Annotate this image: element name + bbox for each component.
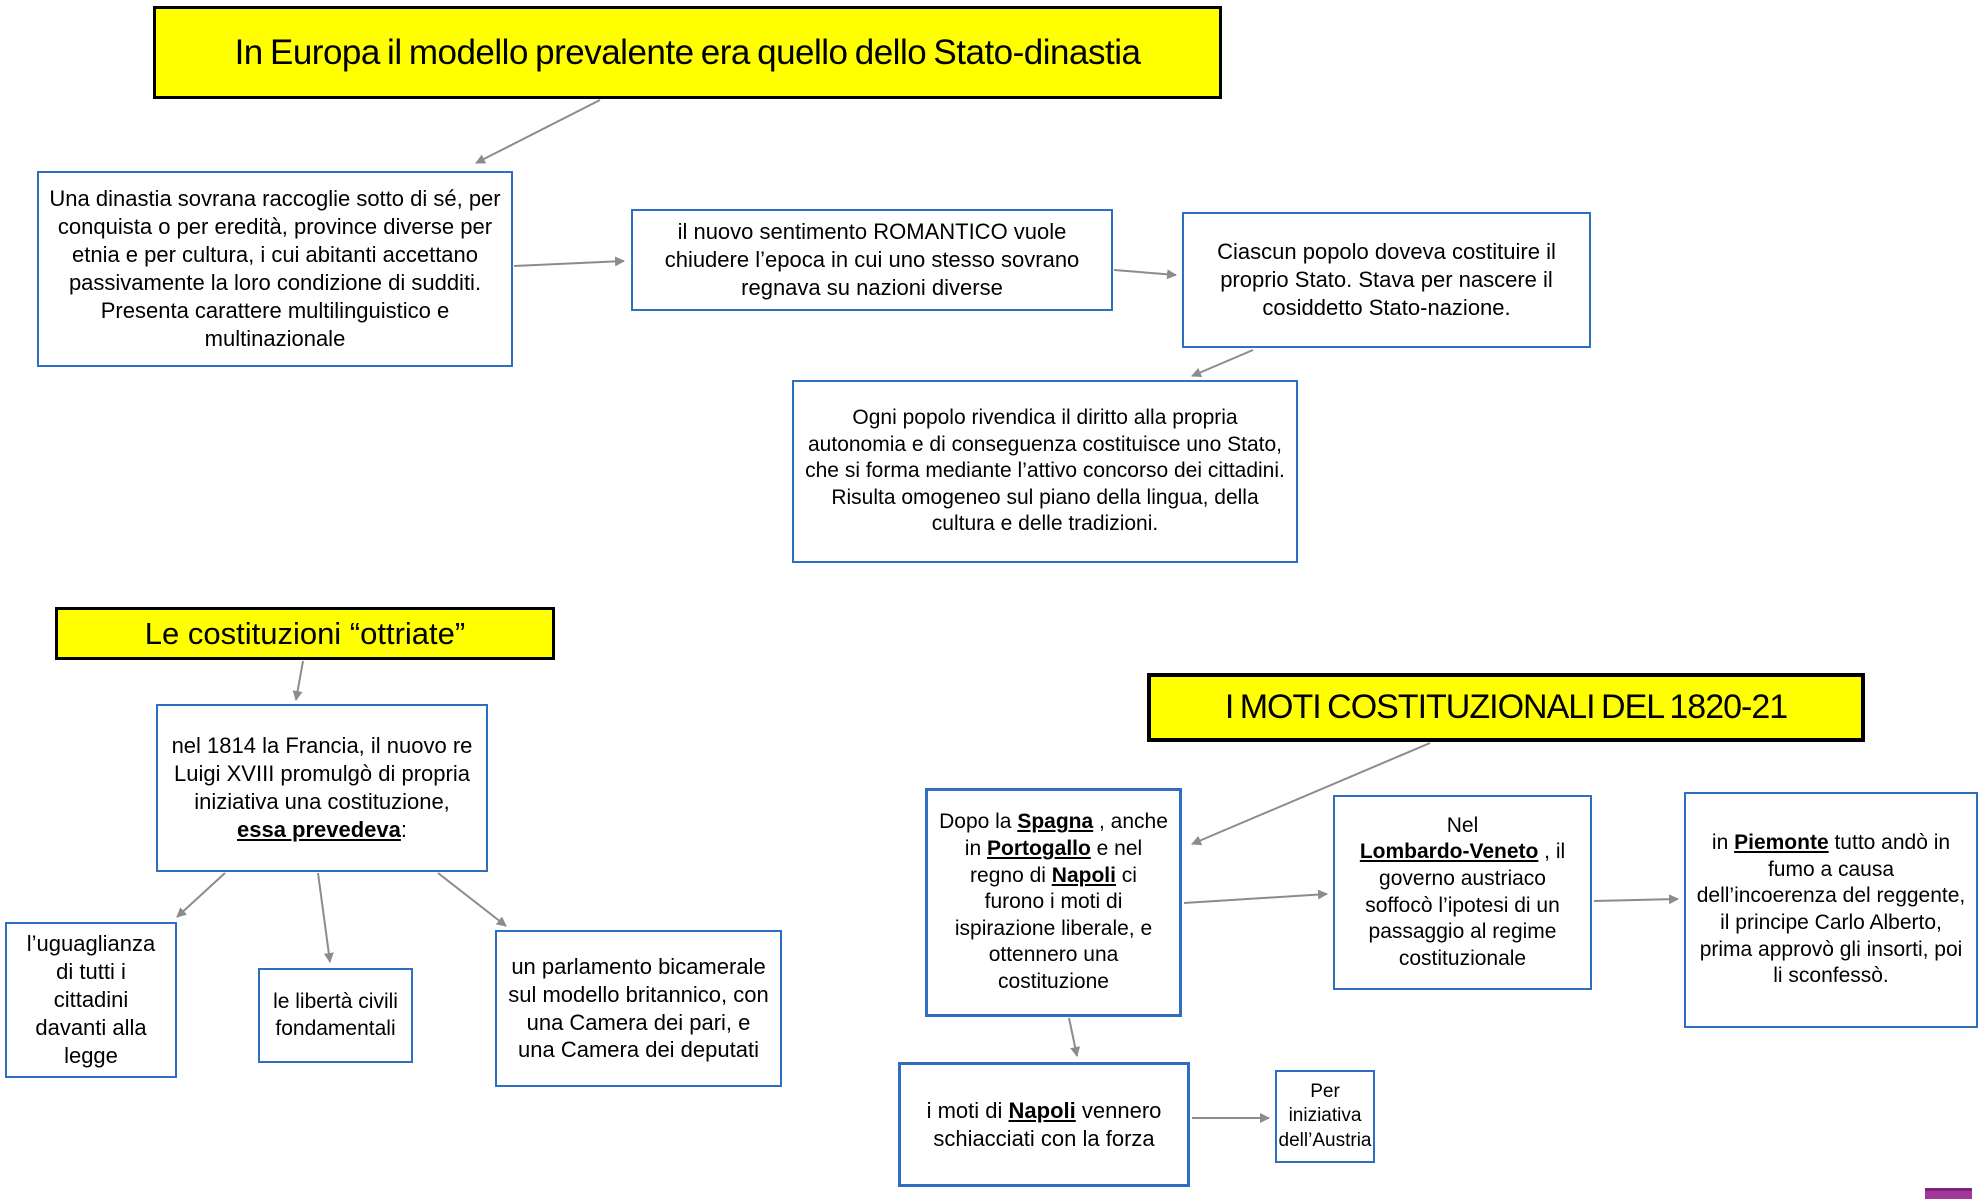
box-ciascun-popolo: Ciascun popolo doveva costituire il prop… — [1182, 212, 1591, 348]
arrow-ottriate-to-1814 — [292, 660, 304, 701]
arrow-spagna-to-motinapoli — [1068, 1017, 1081, 1057]
box-spagna-portogallo-napoli: Dopo la Spagna , anche in Portogallo e n… — [925, 788, 1182, 1017]
arrow-1814-to-uguaglianza — [176, 872, 226, 918]
arrow-title1-to-dinastia — [475, 99, 601, 164]
box-ogni-popolo: Ogni popolo rivendica il diritto alla pr… — [792, 380, 1298, 563]
box-dinastia-sovrana: Una dinastia sovrana raccoglie sotto di … — [37, 171, 513, 367]
arrow-dinastia-to-romantico — [513, 256, 625, 267]
arrow-1814-to-parlamento — [437, 872, 507, 927]
title-costituzioni-ottriate: Le costituzioni “ottriate” — [55, 607, 555, 660]
arrow-1814-to-liberta — [317, 872, 334, 963]
box-sentimento-romantico: il nuovo sentimento ROMANTICO vuole chiu… — [631, 209, 1113, 311]
arrow-ciascun-to-ogni — [1191, 349, 1254, 378]
box-per-iniziativa-austria: Per iniziativa dell’Austria — [1275, 1070, 1375, 1163]
arrow-lombardo-to-piemonte — [1593, 894, 1679, 905]
title-moti-costituzionali: I MOTI COSTITUZIONALI DEL 1820-21 — [1147, 673, 1865, 742]
box-uguaglianza: l’uguaglianza di tutti i cittadini davan… — [5, 922, 177, 1078]
title-stato-dinastia: In Europa il modello prevalente era quel… — [153, 6, 1222, 99]
arrow-spagna-to-lombardo — [1183, 889, 1328, 904]
box-parlamento-bicamerale: un parlamento bicamerale sul modello bri… — [495, 930, 782, 1087]
box-liberta-civili: le libertà civili fondamentali — [258, 968, 413, 1063]
box-piemonte: in Piemonte tutto andò in fumo a causa d… — [1684, 792, 1978, 1028]
box-costituzione-1814: nel 1814 la Francia, il nuovo re Luigi X… — [156, 704, 488, 872]
arrow-romantico-to-ciascun — [1113, 269, 1177, 280]
slide-corner-shape — [1925, 1188, 1972, 1199]
box-moti-napoli: i moti di Napoli vennero schiacciati con… — [898, 1062, 1190, 1187]
